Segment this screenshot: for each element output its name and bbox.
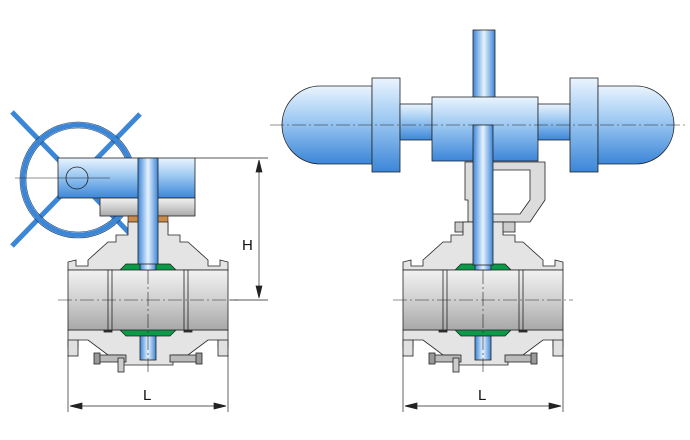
gear-operated-valve (10, 110, 239, 376)
height-label: H (242, 237, 253, 254)
top-stem (472, 29, 496, 99)
dimension-h (195, 157, 268, 301)
dimension-l-right (402, 355, 564, 412)
stem (472, 124, 494, 266)
length-label-right: L (478, 387, 486, 404)
stem (137, 157, 159, 265)
length-label-left: L (143, 387, 151, 404)
actuator-valve (270, 29, 685, 376)
dimension-l-left (67, 355, 229, 412)
